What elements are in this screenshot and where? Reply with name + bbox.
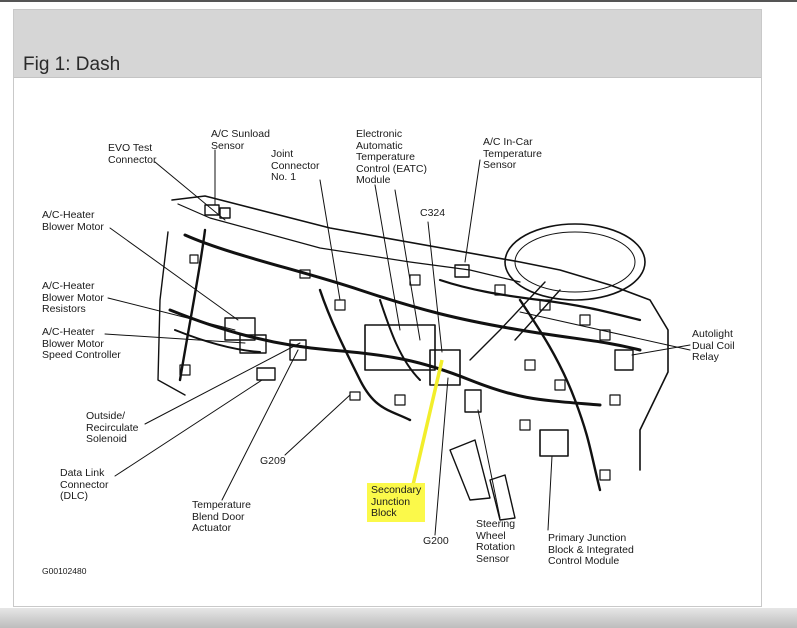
dash-lower-outline (157, 231, 186, 396)
steering-wheel-inner (514, 231, 636, 293)
label-blend-door-actuator: Temperature Blend Door Actuator (192, 499, 251, 534)
accel-pedal (489, 474, 516, 521)
speed-controller-body (239, 334, 267, 354)
label-blower-resistors: A/C-Heater Blower Motor Resistors (42, 280, 104, 315)
label-joint-connector: Joint Connector No. 1 (271, 148, 320, 183)
steering-wheel (504, 223, 646, 301)
label-blower-speed-controller: A/C-Heater Blower Motor Speed Controller (42, 326, 121, 361)
label-steering-rotation-sensor: Steering Wheel Rotation Sensor (476, 518, 516, 565)
label-dlc: Data Link Connector (DLC) (60, 467, 109, 502)
brake-pedal (449, 439, 491, 501)
label-eatc-module: Electronic Automatic Temperature Control… (356, 128, 427, 186)
rotation-sensor-body (464, 389, 482, 413)
harness-center (318, 288, 412, 422)
evo-connector (204, 204, 220, 216)
label-evo-test-connector: EVO Test Connector (108, 142, 157, 166)
sjb-body (429, 349, 461, 386)
dash-top-ridge (177, 203, 521, 283)
label-blower-motor: A/C-Heater Blower Motor (42, 209, 104, 233)
relay-body (614, 349, 634, 371)
top-rule (0, 0, 797, 2)
label-c324: C324 (420, 207, 446, 219)
label-g200: G200 (423, 535, 449, 547)
label-ac-incar-sensor: A/C In-Car Temperature Sensor (483, 136, 542, 171)
leader-lines (104, 149, 691, 536)
label-primary-junction-block: Primary Junction Block & Integrated Cont… (548, 532, 634, 567)
harness-center-branch (379, 299, 421, 381)
dash-outline (171, 195, 669, 471)
figure-title: Fig 1: Dash (23, 54, 121, 75)
dlc-body (256, 367, 276, 381)
figure-header: Fig 1: Dash (14, 10, 761, 78)
bottom-scroll-band (0, 608, 797, 628)
harness-left-drop (178, 228, 207, 382)
figure-code: G00102480 (42, 566, 87, 576)
harness-left-branch (174, 329, 261, 353)
label-outside-recirc-solenoid: Outside/ Recirculate Solenoid (86, 410, 139, 445)
harness-main (183, 233, 642, 352)
primary-jb-body (539, 429, 569, 457)
label-g209: G209 (260, 455, 286, 467)
label-autolight-relay: Autolight Dual Coil Relay (692, 328, 735, 363)
eatc-module-body (364, 324, 436, 371)
incar-sensor-body (454, 264, 470, 278)
sunload-sensor (219, 207, 231, 219)
blend-door-body (289, 339, 307, 361)
highlight-arrow (411, 359, 444, 486)
label-secondary-junction-block: Secondary Junction Block (367, 483, 426, 522)
harness-right (518, 298, 602, 492)
label-ac-sunload-sensor: A/C Sunload Sensor (211, 128, 270, 152)
steering-column (469, 281, 561, 361)
